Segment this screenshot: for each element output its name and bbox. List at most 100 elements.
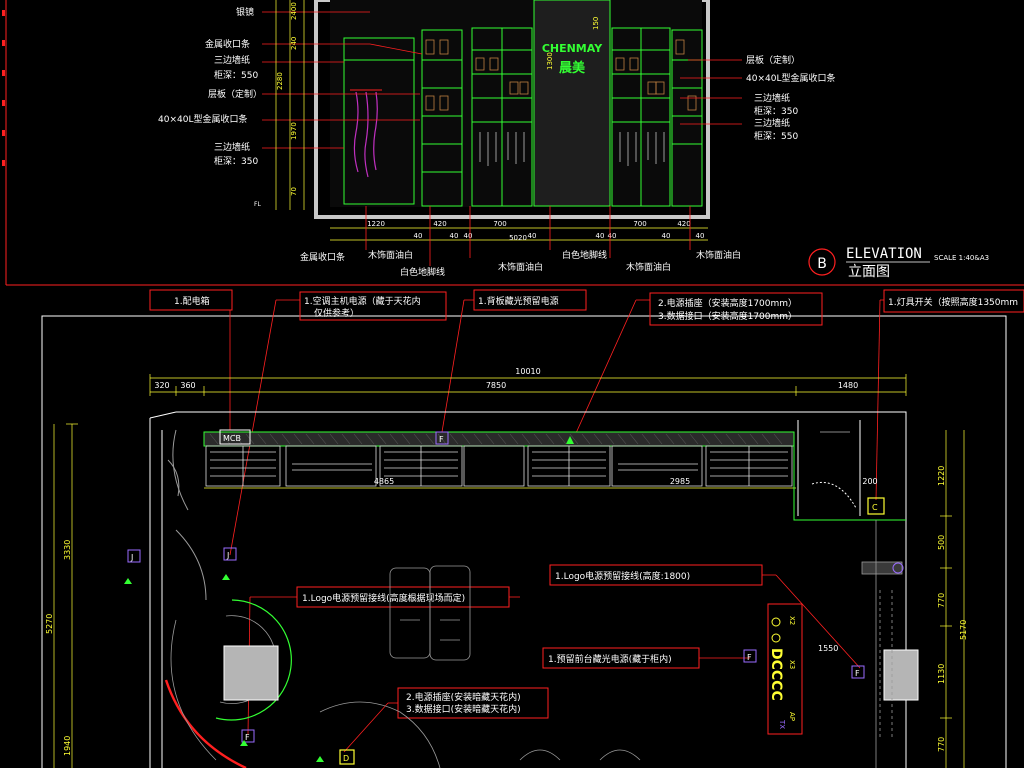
j-symbol-1 xyxy=(223,547,237,561)
bottom-label-wood-2: 木饰面油白 xyxy=(498,261,543,273)
callout-logo-site: 1.Logo电源预留接线(高度根据现场而定) xyxy=(302,592,465,604)
f-symbol-3 xyxy=(851,665,865,679)
vdim-70: 70 xyxy=(290,187,298,196)
plan-top-dimensions xyxy=(149,374,907,489)
hdim-700b: 700 xyxy=(633,220,646,228)
f-label-3: F xyxy=(855,669,860,678)
callout-data-ceiling: 3.数据接口(安装暗藏天花内) xyxy=(406,703,521,715)
center-mirror-panel xyxy=(533,0,611,207)
rdim-1220: 1220 xyxy=(937,466,946,486)
back-wall-light-strip xyxy=(203,431,795,447)
f-label-1: F xyxy=(439,435,444,444)
label-wallpaper-1: 三边墙纸 xyxy=(214,54,250,66)
elevation-view: CHENMAY 晨美 xyxy=(2,0,1024,286)
elevation-left-labels: 银镜 金属收口条 三边墙纸 柜深：550 层板（定制） 40×40L型金属收口条… xyxy=(158,6,262,167)
hdim-40h: 40 xyxy=(696,232,705,240)
plan-leader-lines xyxy=(229,299,884,753)
plan-left-wall-detail xyxy=(167,429,207,601)
f-symbol-4 xyxy=(241,729,255,743)
hdim-40g: 40 xyxy=(662,232,671,240)
hdim-40c: 40 xyxy=(464,232,473,240)
plan-fitting-room xyxy=(797,420,861,516)
plan-electrical-symbols: MCB J J F C F F F D xyxy=(124,429,885,765)
plan-cabinet-strip-hatch xyxy=(209,433,783,445)
plan-round-display xyxy=(164,599,292,768)
rdim-1130: 1130 xyxy=(937,664,946,684)
label-shelf-right: 层板（定制） xyxy=(746,54,800,66)
dim-320: 320 xyxy=(154,381,169,390)
dim-200: 200 xyxy=(862,477,877,486)
bottom-label-wood-4: 木饰面油白 xyxy=(696,249,741,261)
brand-logo-cn: 晨美 xyxy=(559,60,586,76)
callout-backlight-power: 1.背板藏光预留电源 xyxy=(478,295,559,307)
hdim-40b: 40 xyxy=(450,232,459,240)
callout-socket-ceiling: 2.电源插座(安装暗藏天花内) xyxy=(406,691,521,703)
hdim-700a: 700 xyxy=(493,220,506,228)
label-wallpaper-right-1: 三边墙纸 xyxy=(754,92,790,104)
ldim-3330: 3330 xyxy=(63,540,72,560)
callout-ac-power-2: 仅供参考） xyxy=(314,307,359,319)
j-label-2: J xyxy=(130,553,133,562)
counter-code-x3: X3 xyxy=(788,660,796,669)
hdim-420a: 420 xyxy=(433,220,446,228)
rdim-5170: 5170 xyxy=(959,620,968,640)
elevation-leaders-right xyxy=(680,59,742,125)
cabinet-display-items xyxy=(425,39,697,111)
callout-socket-1700: 2.电源插座（安装高度1700mm） xyxy=(658,297,797,309)
vdim-2400: 2400 xyxy=(290,2,298,20)
rdim-500: 500 xyxy=(937,535,946,550)
d-symbol xyxy=(339,749,355,765)
ldim-5270: 5270 xyxy=(45,614,54,634)
counter-code-tx: TX xyxy=(778,719,786,729)
label-depth-550-right: 柜深：550 xyxy=(754,130,798,142)
counter-code-dc: DCCCC xyxy=(768,648,784,701)
elevation-bottom-dimensions xyxy=(330,227,708,241)
plan-center-display xyxy=(319,565,641,768)
label-depth-350-right: 柜深：350 xyxy=(754,105,798,117)
elevation-left-dimensions xyxy=(275,0,305,210)
callout-ac-power-1: 1.空调主机电源（藏于天花内 xyxy=(304,295,421,307)
vdim-1970: 1970 xyxy=(290,122,298,140)
hanging-garments-left xyxy=(353,91,378,178)
plan-sheet-border xyxy=(41,315,1007,768)
vdim-1300: 1300 xyxy=(546,52,554,70)
label-l-trim-right: 40×40L型金属收口条 xyxy=(746,72,835,84)
plan-right-wall-detail xyxy=(861,520,903,768)
bottom-label-baseboard-1: 白色地脚线 xyxy=(400,266,445,278)
dim-7850: 7850 xyxy=(486,381,506,390)
callout-logo-1800: 1.Logo电源预留接线(高度:1800) xyxy=(555,570,690,582)
bottom-label-trim: 金属收口条 xyxy=(300,251,345,263)
elevation-bottom-leaders xyxy=(365,206,691,266)
d-label: D xyxy=(343,754,349,763)
plan-right-column xyxy=(883,649,919,701)
floor-mark: FL xyxy=(254,201,261,208)
bottom-label-wood-1: 木饰面油白 xyxy=(368,249,413,261)
f-symbol-2 xyxy=(743,649,757,663)
elevation-cabinets-left xyxy=(343,27,533,207)
dim-4865: 4865 xyxy=(374,477,394,486)
vdim-2280: 2280 xyxy=(276,72,284,90)
left-sheet-border-text xyxy=(2,10,5,166)
dim-1480: 1480 xyxy=(838,381,858,390)
mcb-symbol xyxy=(219,429,251,445)
counter-code-x2: X2 xyxy=(788,616,796,625)
mcb-label: MCB xyxy=(223,434,241,443)
dim-total-10010: 10010 xyxy=(515,367,540,376)
hdim-40d: 40 xyxy=(528,232,537,240)
plan-front-counter: DCCCC X3 X2 AP TX xyxy=(767,603,803,735)
hdim-420b: 420 xyxy=(677,220,690,228)
elevation-title-cn: 立面图 xyxy=(848,264,890,280)
elevation-scale: SCALE 1:40&A3 xyxy=(934,254,989,262)
dim-1550: 1550 xyxy=(818,644,838,653)
counter-code-ap: AP xyxy=(788,712,796,721)
callout-data-1700: 3.数据接口（安装高度1700mm） xyxy=(658,310,797,322)
label-metal-trim: 金属收口条 xyxy=(205,38,250,50)
vdim-240: 240 xyxy=(290,37,298,50)
elevation-cabinets-right xyxy=(611,27,703,207)
label-wallpaper-2: 三边墙纸 xyxy=(214,141,250,153)
hdim-40a: 40 xyxy=(414,232,423,240)
label-l-trim: 40×40L型金属收口条 xyxy=(158,113,247,125)
plan-left-dimensions xyxy=(53,423,78,768)
hdim-40e: 40 xyxy=(596,232,605,240)
